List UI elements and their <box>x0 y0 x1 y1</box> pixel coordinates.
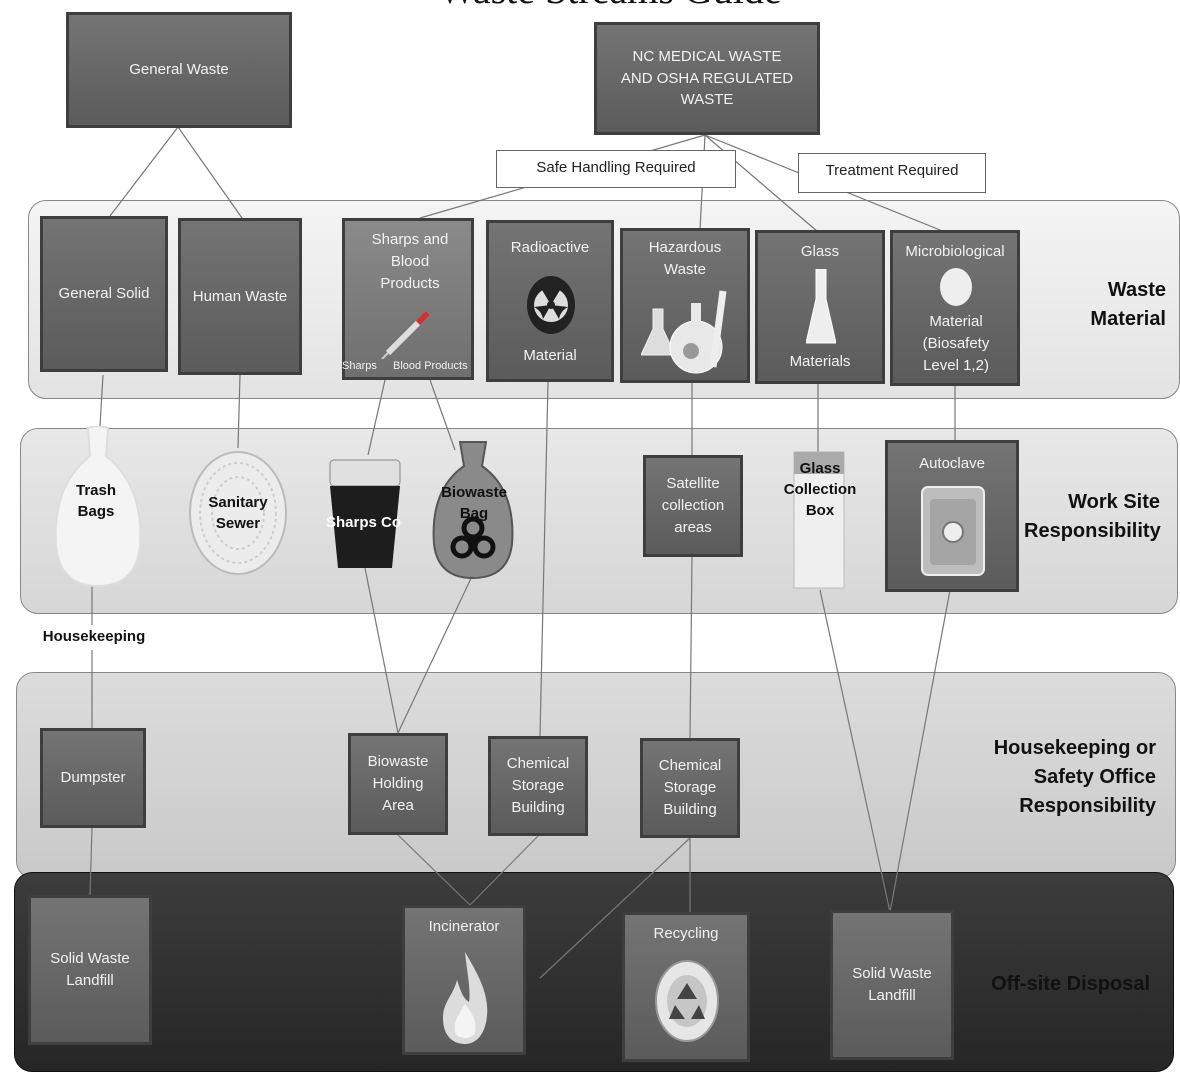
glass-collection-box-icon <box>793 451 845 589</box>
nc-medical-waste-box: NC MEDICAL WASTE AND OSHA REGULATED WAST… <box>594 22 820 135</box>
glass-sublabel: Materials <box>789 353 851 370</box>
band-housekeeping-safety <box>16 672 1176 879</box>
row-label-housekeeping-safety: Housekeeping or Safety Office Responsibi… <box>993 737 1156 817</box>
general-waste-box: General Waste <box>66 12 292 128</box>
housekeeping-label: Housekeeping <box>42 628 146 645</box>
solid-waste-landfill-1-box: Solid Waste Landfill <box>28 895 152 1045</box>
biowaste-holding-label: Biowaste Holding Area <box>367 753 429 814</box>
chemical-storage-1-box: Chemical Storage Building <box>488 736 588 836</box>
general-solid-box: General Solid <box>40 216 168 372</box>
hazardous-waste-box: Hazardous Waste <box>620 228 750 383</box>
glass-title: Glass <box>800 243 840 260</box>
glass-box: Glass Materials <box>755 230 885 384</box>
dumpster-label: Dumpster <box>60 769 126 787</box>
general-solid-label: General Solid <box>58 285 150 303</box>
human-waste-box: Human Waste <box>178 218 302 375</box>
radioactive-box: Radioactive Material <box>486 220 614 382</box>
satellite-collection-label: Satellite collection areas <box>661 475 725 536</box>
row-label-work-site: Work Site Responsibility <box>1024 491 1161 542</box>
petri-sample-icon <box>940 268 972 306</box>
autoclave-label: Autoclave <box>919 455 985 472</box>
sharps-container-label: Sharps Containe <box>326 514 402 531</box>
radioactive-sublabel: Material <box>523 347 577 364</box>
radioactive-title: Radioactive <box>510 239 590 256</box>
microbiological-title: Microbiological <box>905 243 1005 260</box>
incinerator-box: Incinerator <box>402 905 526 1055</box>
solid-waste-landfill-2-label: Solid Waste Landfill <box>852 965 932 1004</box>
blood-products-sublabel: Blood Products <box>393 360 468 372</box>
human-waste-label: Human Waste <box>192 287 288 305</box>
safe-handling-callout: Safe Handling Required <box>496 150 736 188</box>
diagram-title: Waste Streams Guide <box>360 0 860 13</box>
glass-flask-icon <box>806 269 836 344</box>
syringe-icon <box>381 310 431 359</box>
band-offsite-disposal <box>14 872 1174 1072</box>
microbiological-box: Microbiological Material (Biosafety Leve… <box>890 230 1020 386</box>
sewer-cover-icon <box>189 451 287 575</box>
sharps-sublabel: Sharps <box>342 360 377 372</box>
sharps-blood-products-box: Sharps and Blood Products Sharps Blood P… <box>342 218 474 380</box>
trash-bags-label: Trash Bags <box>75 482 117 520</box>
solid-waste-landfill-2-box: Solid Waste Landfill <box>830 910 954 1060</box>
chemical-storage-1-label: Chemical Storage Building <box>506 755 570 816</box>
glass-collection-box-label: Glass Collection Box <box>783 460 857 519</box>
chemical-storage-2-box: Chemical Storage Building <box>640 738 740 838</box>
solid-waste-landfill-1-label: Solid Waste Landfill <box>50 950 130 989</box>
recycling-box: Recycling <box>622 912 750 1062</box>
recycling-icon <box>655 960 719 1042</box>
dumpster-box: Dumpster <box>40 728 146 828</box>
radiation-icon <box>527 276 575 334</box>
hazardous-label: Hazardous Waste <box>648 239 722 278</box>
trash-bag-icon <box>54 426 142 588</box>
general-waste-label: General Waste <box>129 61 229 79</box>
nc-medical-waste-label: NC MEDICAL WASTE AND OSHA REGULATED WAST… <box>620 47 794 109</box>
safe-autoclave-icon <box>921 486 985 576</box>
sanitary-sewer-label: Sanitary Sewer <box>208 494 268 532</box>
flame-icon <box>443 952 488 1044</box>
chemical-storage-2-label: Chemical Storage Building <box>658 757 722 818</box>
biowaste-bag-label: Biowaste Bag <box>441 484 507 522</box>
lab-flasks-icon <box>641 290 727 374</box>
row-label-offsite: Off-site Disposal <box>991 973 1150 995</box>
sharps-blood-title: Sharps and Blood Products <box>371 231 449 292</box>
satellite-collection-box: Satellite collection areas <box>643 455 743 557</box>
microbiological-sublabel: Material (Biosafety Level 1,2) <box>922 313 990 374</box>
row-label-waste-material: Waste Material <box>1090 279 1166 330</box>
biowaste-holding-box: Biowaste Holding Area <box>348 733 448 835</box>
treatment-callout: Treatment Required <box>798 153 986 193</box>
incinerator-label: Incinerator <box>428 918 500 935</box>
autoclave-box: Autoclave <box>885 440 1019 592</box>
sharps-container-icon <box>329 459 401 568</box>
recycling-label: Recycling <box>653 925 719 942</box>
biohazard-bag-icon <box>432 441 514 580</box>
